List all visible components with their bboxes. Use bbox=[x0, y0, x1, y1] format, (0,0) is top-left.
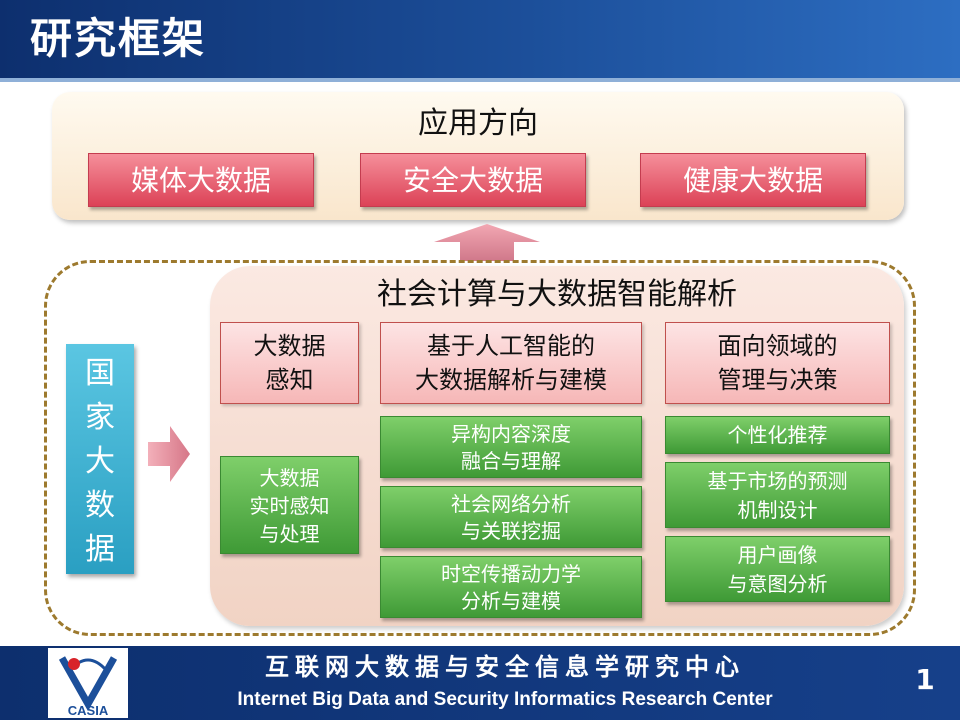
decision-header-line: 管理与决策 bbox=[717, 366, 838, 394]
casia-logo-icon: CASIA bbox=[58, 656, 118, 718]
media-bigdata-box: 媒体大数据 bbox=[88, 153, 314, 207]
market-prediction-box bbox=[665, 462, 890, 528]
center-name-en: Internet Big Data and Security Informati… bbox=[237, 689, 773, 710]
network-analysis-box bbox=[380, 486, 642, 548]
national-char: 数 bbox=[85, 488, 115, 523]
national-bigdata-bar bbox=[66, 344, 134, 574]
realtime-perception-line: 大数据 bbox=[259, 466, 320, 490]
market-prediction-line: 基于市场的预测 bbox=[707, 469, 848, 493]
user-profile-line: 与意图分析 bbox=[727, 572, 828, 596]
propagation-dynamics-line: 分析与建模 bbox=[461, 589, 561, 613]
page-title: 研究框架 bbox=[30, 14, 207, 63]
perception-header-line: 感知 bbox=[265, 366, 314, 394]
realtime-perception-line: 与处理 bbox=[259, 522, 320, 546]
security-bigdata-box: 安全大数据 bbox=[360, 153, 586, 207]
ai-analysis-header-line: 基于人工智能的 bbox=[427, 332, 595, 360]
arrow-right-icon bbox=[148, 426, 190, 482]
header-bar bbox=[0, 0, 960, 78]
user-profile-box bbox=[665, 536, 890, 602]
national-char: 大 bbox=[85, 444, 115, 479]
recommendation-line: 个性化推荐 bbox=[727, 423, 828, 447]
health-bigdata-box: 健康大数据 bbox=[640, 153, 866, 207]
center-name-cn: 互联网大数据与安全信息学研究中心 bbox=[265, 653, 745, 681]
network-analysis-line: 社会网络分析 bbox=[451, 492, 571, 516]
content-fusion-line: 异构内容深度 bbox=[451, 422, 571, 446]
perception-header-line: 大数据 bbox=[253, 332, 326, 360]
user-profile-line: 用户画像 bbox=[737, 543, 818, 567]
casia-logo-text: CASIA bbox=[68, 703, 109, 718]
national-char: 国 bbox=[85, 356, 115, 391]
national-char: 家 bbox=[85, 400, 115, 435]
social-computing-title: 社会计算与大数据智能解析 bbox=[377, 277, 737, 312]
application-title: 应用方向 bbox=[418, 106, 538, 141]
research-dashed-frame bbox=[44, 260, 916, 636]
realtime-perception-line: 实时感知 bbox=[249, 494, 330, 518]
propagation-dynamics-line: 时空传播动力学 bbox=[441, 562, 581, 586]
perception-header-box bbox=[220, 322, 359, 404]
content-fusion-line: 融合与理解 bbox=[461, 449, 561, 473]
market-prediction-line: 机制设计 bbox=[737, 498, 818, 522]
ai-analysis-header-box bbox=[380, 322, 642, 404]
network-analysis-line: 与关联挖掘 bbox=[461, 519, 561, 543]
arrow-up-icon bbox=[434, 224, 540, 261]
decision-header-line: 面向领域的 bbox=[717, 332, 838, 360]
casia-logo: CASIA bbox=[48, 648, 128, 718]
footer-bar bbox=[0, 646, 960, 720]
page-number: 1 bbox=[915, 663, 935, 696]
propagation-dynamics-box bbox=[380, 556, 642, 618]
realtime-perception-box bbox=[220, 456, 359, 554]
decision-header-box bbox=[665, 322, 890, 404]
content-fusion-box bbox=[380, 416, 642, 478]
ai-analysis-header-line: 大数据解析与建模 bbox=[415, 366, 607, 394]
national-char: 据 bbox=[85, 532, 115, 567]
header-divider bbox=[0, 78, 960, 82]
recommendation-box bbox=[665, 416, 890, 454]
